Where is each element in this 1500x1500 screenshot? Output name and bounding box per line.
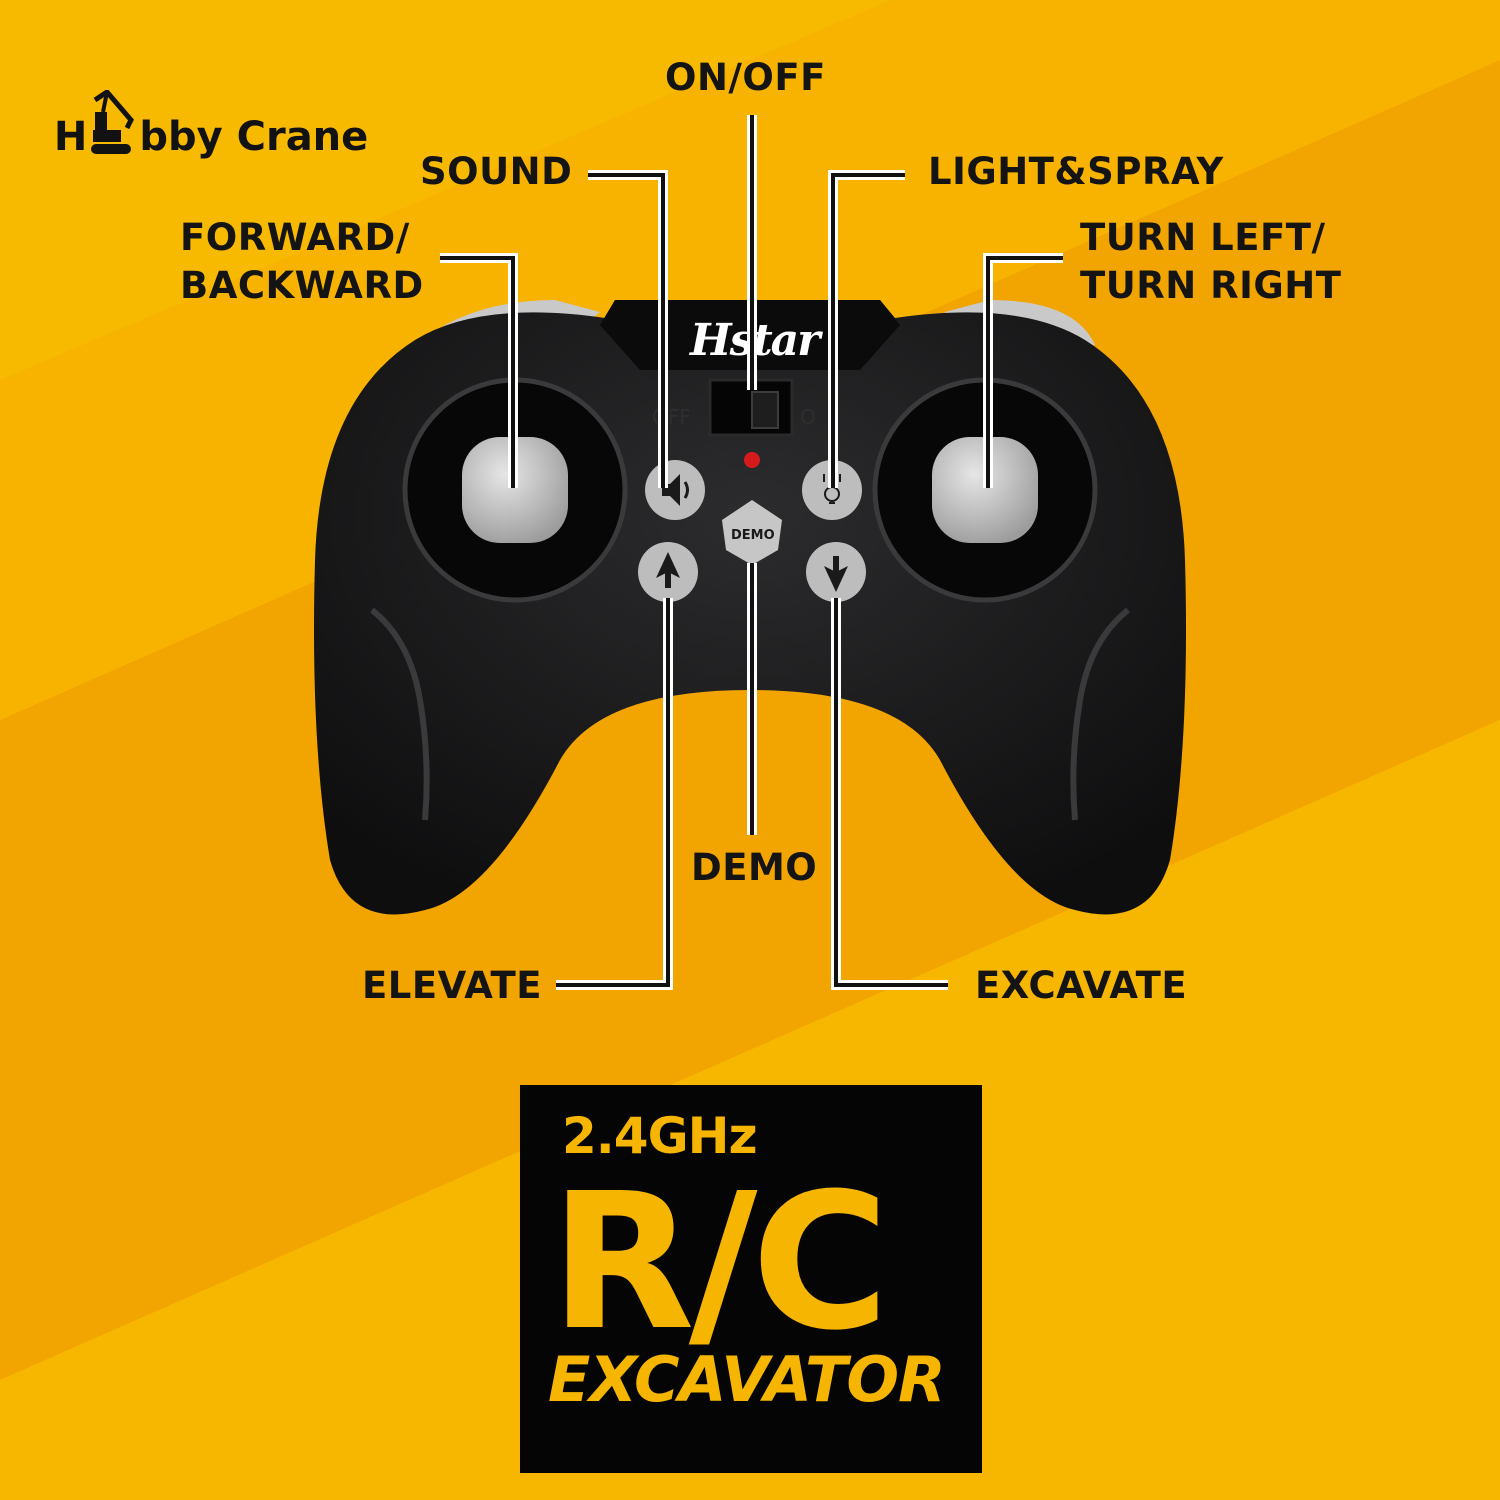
speaker-icon	[662, 474, 689, 506]
arrow-down-icon	[824, 556, 848, 592]
brand-logo: H bby Crane	[26, 44, 368, 160]
brand-name-end: bby Crane	[139, 114, 369, 160]
demo-button[interactable]	[722, 500, 782, 565]
power-led	[744, 452, 760, 468]
label-light-spray: LIGHT&SPRAY	[928, 150, 1224, 193]
product-badge: 2.4GHz R/C EXCAVATOR	[520, 1085, 982, 1473]
excavator-icon	[91, 88, 135, 154]
power-switch[interactable]	[751, 391, 779, 429]
label-sound: SOUND	[420, 150, 573, 193]
light-spray-button[interactable]	[802, 460, 862, 520]
badge-frequency: 2.4GHz	[562, 1107, 758, 1165]
left-joystick[interactable]	[462, 437, 568, 543]
label-excavate: EXCAVATE	[975, 964, 1188, 1007]
right-joystick[interactable]	[932, 437, 1038, 543]
badge-subtitle: EXCAVATOR	[548, 1343, 946, 1416]
label-on-off: ON/OFF	[665, 56, 826, 99]
label-elevate: ELEVATE	[362, 964, 543, 1007]
brand-name-start: H	[53, 114, 88, 160]
label-forward-backward: FORWARD/ BACKWARD	[180, 216, 424, 307]
arrow-up-icon	[656, 552, 680, 588]
label-turn: TURN LEFT/ TURN RIGHT	[1080, 216, 1342, 307]
badge-title: R/C	[550, 1153, 889, 1372]
switch-on-label: O	[800, 405, 816, 429]
demo-button-label: DEMO	[731, 528, 775, 543]
label-demo: DEMO	[691, 846, 818, 889]
